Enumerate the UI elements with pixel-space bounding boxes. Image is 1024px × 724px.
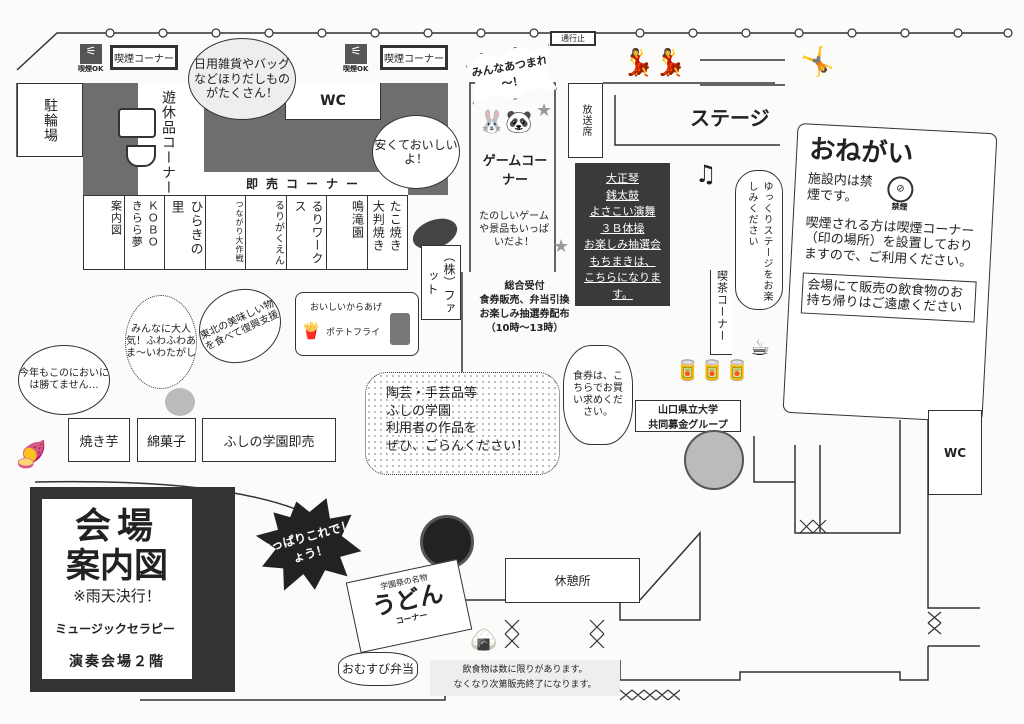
- dancers-icon: 💃💃: [622, 48, 687, 78]
- sweet-potato-icon: 🍠: [15, 440, 48, 470]
- title-paper: 会場 案内図 ※雨天決行！ ミュージックセラピー 演奏会場２階: [42, 499, 192, 679]
- karaage-potato-box: おいしいからあげ ポテトフライ 🍟: [295, 292, 419, 356]
- stall-watagashi: 綿菓子: [137, 418, 196, 462]
- music-note-icon: ♫: [695, 160, 717, 188]
- smoking-ok-label: 喫煙OK: [78, 65, 104, 73]
- title-line1: 会場: [74, 506, 159, 547]
- rest-area: 休憩所: [505, 558, 640, 603]
- music-place: 演奏会場２階: [69, 654, 165, 670]
- stall-yakiimo: 焼き芋: [68, 418, 130, 462]
- stall-takoyaki: たこ焼き: [388, 200, 403, 252]
- potato-label: ポテトフライ: [326, 328, 381, 338]
- stall-ruri-gakuen: るりがくえん: [246, 196, 287, 269]
- karaage-label: おいしいからあげ: [310, 303, 383, 313]
- road-closed-sign: 通行止: [550, 31, 596, 46]
- food-note: 飲食物は数に限りがあります。 なくなり次第販売終了になります。: [430, 660, 620, 696]
- group-sign: 山口県立大学 共同募金グループ: [635, 400, 741, 432]
- program-item: こちらになります。: [584, 271, 661, 301]
- stage-relax-bubble: ゆっくりステージをお楽しみください: [735, 170, 783, 310]
- notice-title: おねがい: [808, 134, 915, 171]
- stage-program-box: 大正琴 銭太鼓 よさこい演舞 ３Ｂ体操 お楽しみ抽選会 もちまきは、 こちらにな…: [575, 163, 670, 306]
- ticket-bubble: 食券は、こちらでお買い求めください。: [563, 345, 633, 445]
- fat-stall: （株）ファット: [421, 245, 461, 320]
- mascot-logo: [684, 430, 744, 490]
- stall-kirara: きらら夢: [130, 200, 144, 248]
- program-item: ３Ｂ体操: [600, 221, 645, 235]
- group-line2: 共同募金グループ: [648, 420, 728, 431]
- star-icon: ★: [536, 100, 553, 121]
- program-item: 大正琴: [606, 172, 639, 185]
- program-item: よさこい演舞: [589, 205, 656, 218]
- group-line1: 山口県立大学: [658, 405, 718, 416]
- fries-icon: 🍟: [301, 321, 321, 340]
- wata-bubble: みんなに大人気！ふわふわあま～いわたがし: [125, 295, 197, 389]
- stall-hiraki: ひらきの里: [165, 196, 206, 269]
- stall-kobo: ＫＯＢＯ: [146, 200, 160, 248]
- rabbit-panda-icon: 🐰🐼: [478, 110, 533, 135]
- drink-cans-icon: 🥫🥫🥫: [675, 358, 750, 382]
- smoking-ok-label: 喫煙OK: [343, 65, 369, 73]
- stall-fushi-gakuen: ふしの学園即売: [202, 418, 336, 462]
- no-smoking-icon: ⊘: [886, 175, 915, 204]
- reception-line1: 食券販売、弁当引換: [479, 295, 570, 306]
- reception-title: 総合受付: [504, 281, 545, 292]
- stage-label: ステージ: [690, 106, 770, 130]
- idle-goods-corner: 遊休品コーナー: [138, 83, 204, 195]
- crafts-line: 利用者の作品を: [386, 421, 478, 437]
- gate-marks: [504, 519, 942, 701]
- notice-no-smoking: 施設内は禁煙です。: [806, 171, 874, 205]
- stage-relax-text: ゆっくりステージをお楽しみください: [746, 181, 772, 302]
- cafe-corner: 喫茶コーナー: [710, 270, 732, 355]
- crafts-bubble: 陶芸・手芸品等 ふしの学園 利用者の作品を ぜひ、ごらんください！: [365, 372, 560, 475]
- wc-upper: WC: [285, 83, 381, 120]
- reception-line2: お楽しみ抽選券配布: [479, 309, 570, 320]
- sale-corner: 即売コーナー: [204, 172, 408, 195]
- wc-right: WC: [928, 410, 982, 495]
- stall-tsunagari: つながり大作戦: [206, 196, 246, 269]
- coffee-cup-icon: ☕: [750, 336, 770, 361]
- bicycle-parking: 駐輪場: [17, 83, 83, 157]
- smoking-icon: ⚟: [80, 44, 102, 64]
- smoking-icon: ⚟: [345, 44, 367, 64]
- stall-info-map: 案内図: [84, 196, 125, 269]
- cup-icon: [126, 145, 156, 167]
- title-panel: 会場 案内図 ※雨天決行！ ミュージックセラピー 演奏会場２階: [30, 487, 235, 692]
- smoking-corner-2: 喫煙コーナー: [380, 45, 448, 70]
- reception: 総合受付 食券販売、弁当引換 お楽しみ抽選券配布 （10時～13時）: [462, 280, 587, 336]
- reception-hours: （10時～13時）: [485, 323, 564, 334]
- program-item: もちまきは、: [589, 254, 656, 268]
- omusubi-bubble: おむすび弁当: [338, 652, 418, 686]
- stall-row: 案内図 ＫＯＢＯ きらら夢 ひらきの里 つながり大作戦 るりがくえん るりワーク…: [83, 195, 408, 270]
- game-corner-label: ゲームコーナー: [482, 154, 548, 188]
- program-item: お楽しみ抽選会: [584, 238, 661, 251]
- stall-narutaki: 鳴滝園: [327, 196, 368, 269]
- stall-obanyaki: 大判焼き: [371, 200, 386, 252]
- smoking-corner-1: 喫煙コーナー: [110, 45, 178, 70]
- notice-scroll: おねがい 施設内は禁煙です。 ⊘ 禁煙 喫煙される方は喫煙コーナー（印の場所）を…: [782, 122, 998, 424]
- broadcast-booth: 放送席: [568, 83, 603, 158]
- no-smoking-label: 禁煙: [891, 202, 908, 213]
- goods-bubble: 日用雑貨やバッグなどほりだしものがたくさん！: [188, 38, 296, 120]
- title-line2: 案内図: [66, 546, 168, 586]
- star-icon: ★: [553, 236, 570, 257]
- crafts-line: ぜひ、ごらんください！: [386, 438, 530, 454]
- program-item: 銭太鼓: [606, 188, 639, 202]
- notice-takeout-box: 会場にて販売の飲食物のお持ち帰りはご遠慮ください: [800, 272, 977, 323]
- cheerleaders-icon: 🤸: [800, 45, 835, 78]
- music-therapy: ミュージックセラピー: [55, 622, 175, 636]
- cheap-bubble: 安くておいしいよ！: [372, 115, 460, 189]
- food-note-line2: なくなり次第販売終了になります。: [453, 680, 597, 690]
- notice-smoking-area-2: 印の場所）を設置しておりますので、ご利用ください。: [803, 231, 974, 271]
- bento-icon: 🍙: [470, 628, 498, 653]
- karaage-cup-icon: [390, 313, 410, 345]
- stall-ruri-works: るりワークス: [287, 196, 327, 269]
- imo-bubble: 今年もこのにおいには勝てません…: [18, 345, 110, 415]
- crafts-line: ふしの学園: [386, 403, 452, 419]
- crafts-line: 陶芸・手芸品等: [386, 386, 478, 401]
- bag-icon: [118, 108, 156, 138]
- food-note-line1: 飲食物は数に限りがあります。: [462, 665, 588, 675]
- game-bubble-text: たのしいゲームや景品もいっぱいだよ！: [479, 211, 549, 248]
- rain-note: ※雨天決行！: [73, 587, 161, 605]
- cotton-candy-icon: [165, 388, 195, 416]
